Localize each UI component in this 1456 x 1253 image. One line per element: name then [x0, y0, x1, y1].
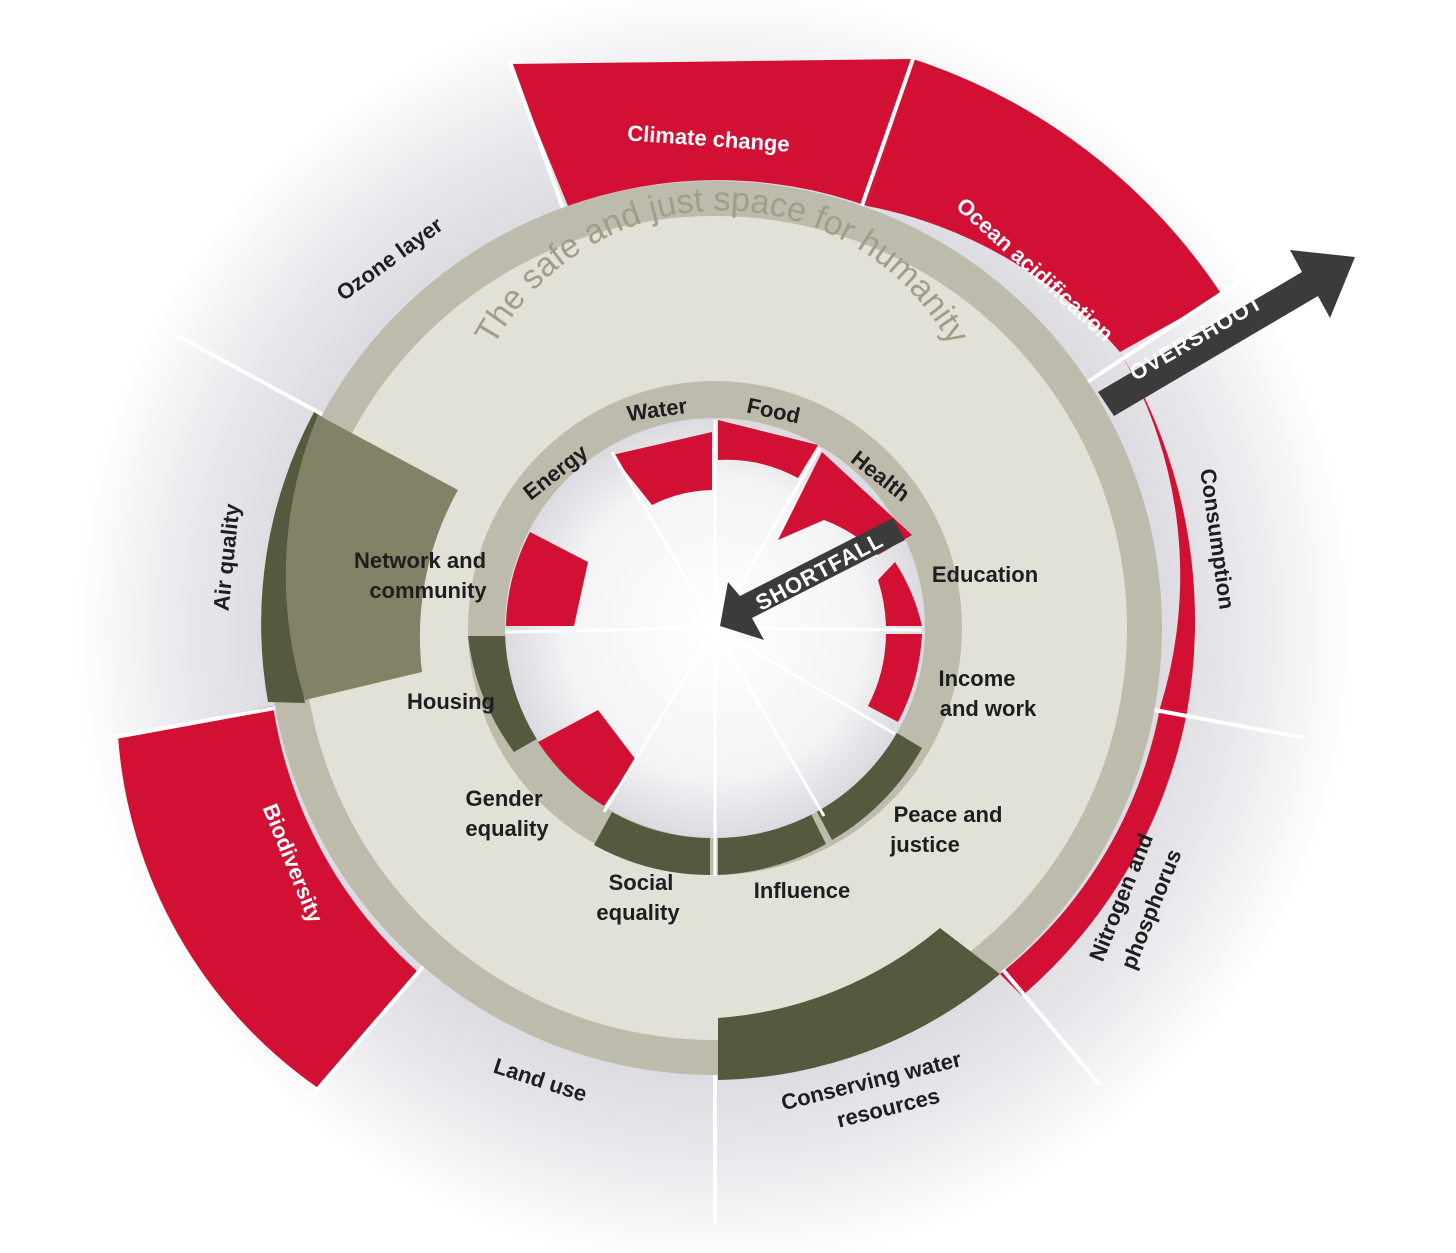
ocean-acidification-overshoot — [867, 59, 1222, 352]
biodiversity-overshoot — [118, 706, 418, 1088]
food-shortfall — [718, 420, 818, 478]
label-network-line1: Network and — [354, 548, 486, 573]
label-income-line2: and work — [940, 696, 1037, 721]
energy-shortfall — [506, 532, 588, 626]
label-income-line1: Income — [938, 666, 1015, 691]
consumption-overshoot — [1120, 352, 1196, 712]
label-peace-line1: Peace and — [894, 802, 1003, 827]
label-influence: Influence — [754, 878, 851, 903]
peace-justice-ring — [815, 730, 922, 840]
education-shortfall — [878, 562, 922, 626]
label-network-line2: community — [369, 578, 487, 603]
network-community-wedge — [285, 415, 458, 700]
label-gender-line1: Gender — [465, 786, 542, 811]
conserving-water-ring — [718, 928, 1000, 1080]
label-housing: Housing — [407, 689, 495, 714]
label-gender-line2: equality — [465, 816, 549, 841]
label-peace-line2: justice — [889, 832, 960, 857]
social-equality-ring — [594, 812, 710, 875]
income-work-shortfall — [868, 634, 922, 722]
gender-equality-shortfall — [538, 710, 636, 806]
water-shortfall — [612, 432, 712, 505]
label-social-equality-line1: Social — [609, 870, 674, 895]
nitrogen-phosphorus-overshoot — [1000, 708, 1187, 996]
climate-change-overshoot — [510, 59, 913, 206]
influence-ring — [718, 812, 826, 875]
label-education: Education — [932, 562, 1038, 587]
housing-ring — [468, 636, 542, 752]
label-social-equality-line2: equality — [596, 900, 680, 925]
